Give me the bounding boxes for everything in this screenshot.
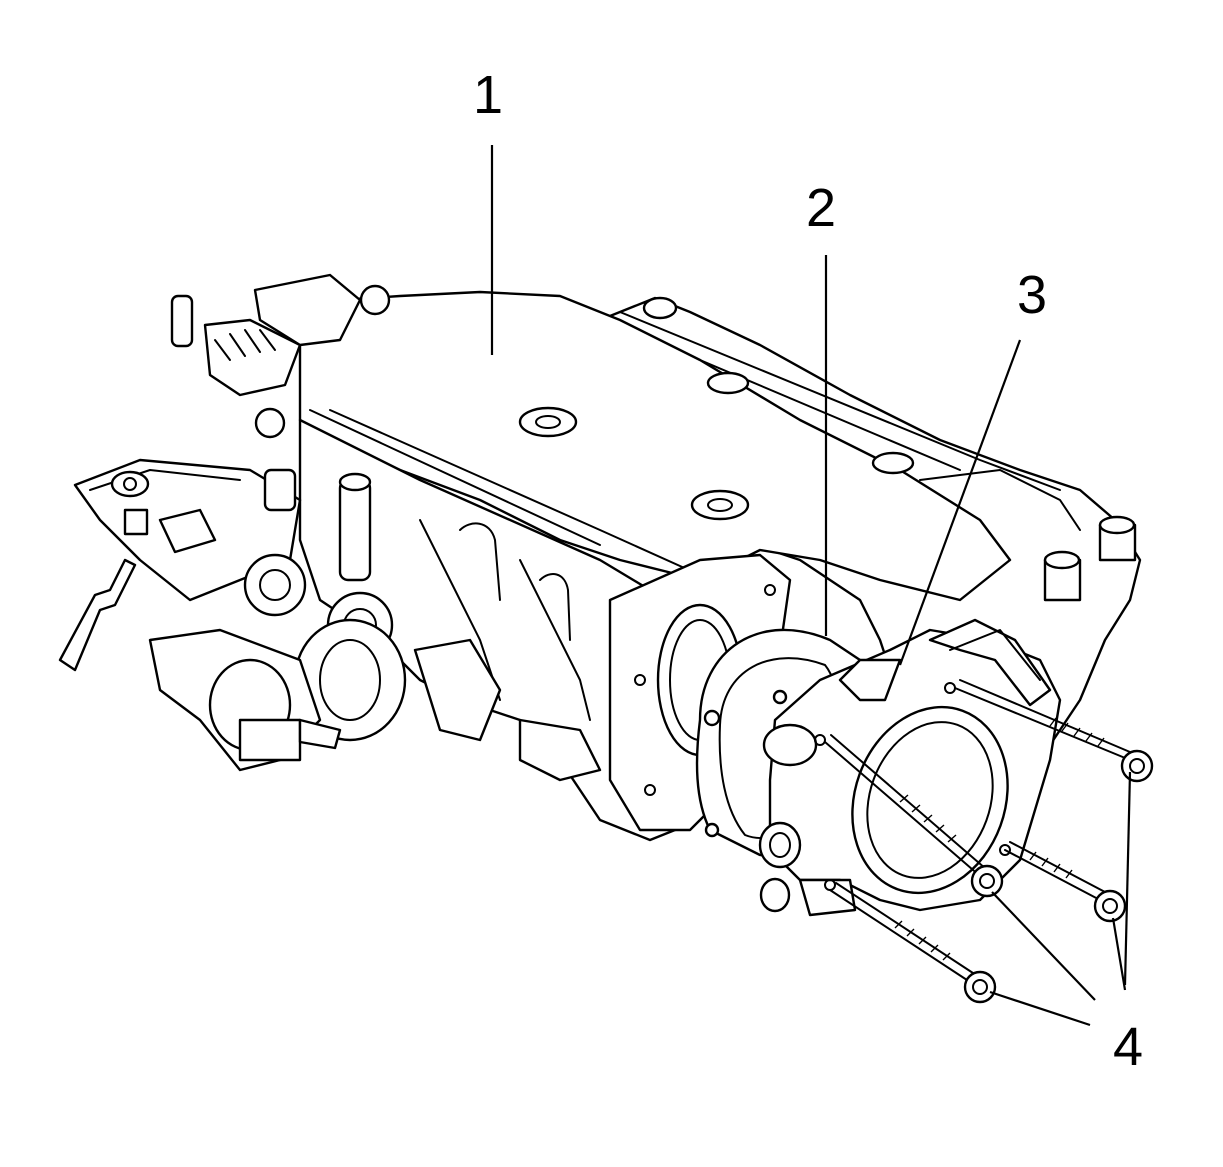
leader-line-4a (1123, 771, 1132, 986)
callout-labels: 1 2 3 4 (473, 65, 1143, 1077)
bolt-middle-right (1004, 841, 1127, 923)
leader-line-4c (991, 891, 1096, 1001)
left-bracket-assembly (58, 273, 602, 782)
callout-leaders (490, 145, 1132, 1027)
bolt-upper-right (954, 679, 1154, 783)
bolt-lower (829, 882, 997, 1004)
leader-line-4d (989, 990, 1091, 1027)
leader-line-4b (1111, 917, 1127, 991)
callout-4: 4 (1113, 1017, 1143, 1077)
callout-2: 2 (806, 178, 836, 238)
callout-3: 3 (1017, 265, 1047, 325)
callout-1: 1 (473, 65, 503, 125)
throttle-body (758, 618, 1062, 917)
throttle-body-bolts (824, 679, 1154, 1004)
bolt-middle (824, 734, 1004, 898)
leader-line-3 (898, 339, 1022, 666)
